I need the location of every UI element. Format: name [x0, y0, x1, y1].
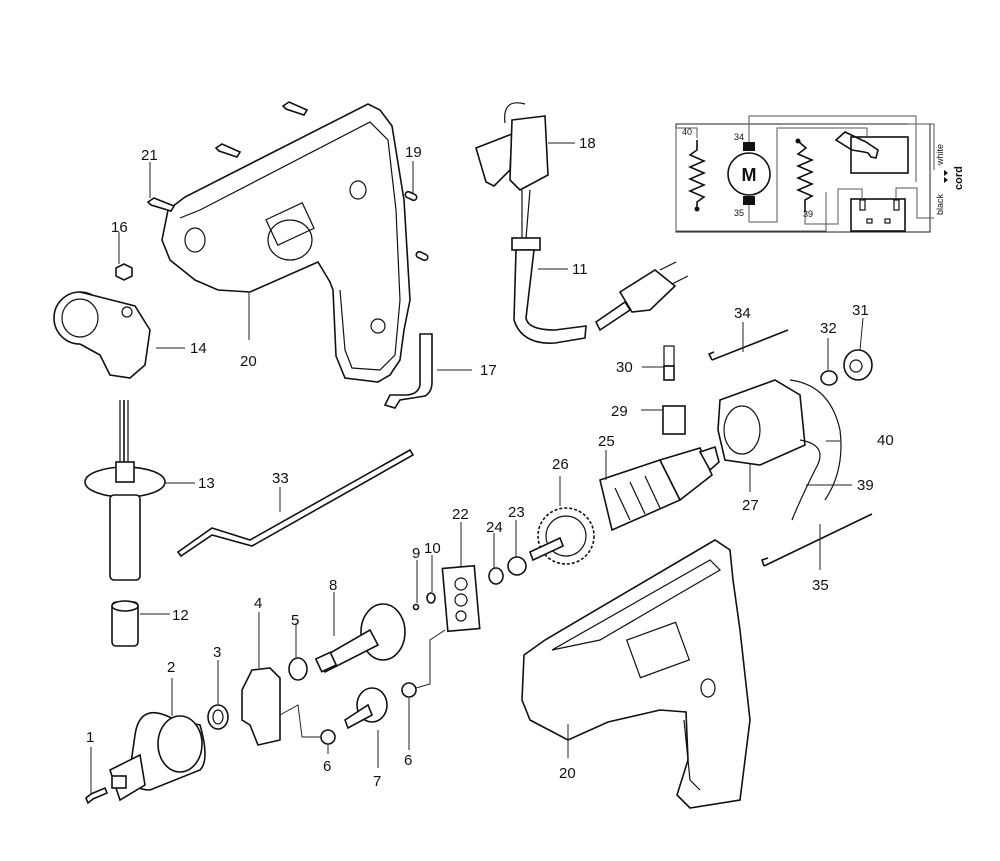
callout-31: 31	[852, 302, 869, 319]
callout-40: 40	[877, 432, 894, 449]
ball-part	[412, 603, 420, 611]
housing-screw-icon	[146, 101, 309, 212]
washer-part-32	[820, 370, 838, 386]
motor-icon: M	[727, 142, 771, 205]
washer-part-6b	[401, 682, 417, 698]
brush-spring	[663, 345, 675, 367]
field-part	[717, 379, 842, 521]
lead-wire-part-34	[707, 329, 789, 361]
spindle-part	[314, 603, 406, 674]
label-34: 34	[734, 132, 744, 142]
armature-part	[599, 445, 720, 532]
field-coil-40-icon	[687, 140, 707, 212]
pin-part	[415, 250, 429, 262]
leader-lines	[90, 142, 864, 794]
callout-16: 16	[111, 219, 128, 236]
callout-30: 30	[616, 359, 633, 376]
callout-22: 22	[452, 506, 469, 523]
callout-4: 4	[254, 595, 262, 612]
brush-holder-part	[662, 405, 686, 435]
callout-6a: 6	[323, 758, 331, 775]
callout-24: 24	[486, 519, 503, 536]
bearing-plate-part	[441, 564, 481, 633]
cord-clamp-part	[383, 333, 433, 409]
callout-9: 9	[412, 545, 420, 562]
callout-34: 34	[734, 305, 751, 322]
callouts: 1 2 3 4 5 6 6 7 8 9 10 11 12 13 14 16 17…	[86, 135, 894, 790]
callout-17: 17	[480, 362, 497, 379]
label-35: 35	[734, 208, 744, 218]
callout-21: 21	[141, 147, 158, 164]
callout-20b: 20	[559, 765, 576, 782]
callout-1: 1	[86, 729, 94, 746]
bearing-cap-part-31	[843, 349, 873, 381]
callout-27: 27	[742, 497, 759, 514]
callout-13: 13	[198, 475, 215, 492]
washer-part-3	[207, 704, 229, 730]
callout-11: 11	[572, 261, 588, 278]
callout-14: 14	[190, 340, 207, 357]
washer-part-24	[488, 567, 504, 585]
callout-26: 26	[552, 456, 569, 473]
housing-outer-part	[521, 539, 751, 809]
nut-part	[115, 263, 133, 281]
label-40: 40	[682, 127, 692, 137]
wire-white-label: white	[935, 144, 945, 166]
bearing-cap-inner-31	[849, 359, 863, 373]
washer-part-6a	[320, 729, 336, 745]
callout-3: 3	[213, 644, 221, 661]
bearing-part-10	[426, 592, 436, 604]
handle-cap-part	[111, 600, 139, 647]
callout-10: 10	[424, 540, 441, 557]
wiring-schematic: 40 M 34 35 39	[675, 115, 965, 233]
lead-wire-part-35	[760, 513, 873, 567]
handle-clamp-part	[53, 291, 151, 379]
fan-part	[528, 507, 595, 565]
carbon-brush-part	[663, 365, 675, 381]
callout-20a: 20	[240, 353, 257, 370]
plug-socket-icon	[850, 198, 906, 232]
callout-23: 23	[508, 504, 525, 521]
depth-rod-part	[176, 448, 415, 558]
switch-part	[475, 102, 549, 239]
callout-19: 19	[405, 144, 422, 161]
washer-part-5	[288, 657, 308, 681]
housing-inner-part	[161, 103, 411, 383]
callout-7: 7	[373, 773, 381, 790]
field-coil-39-icon	[795, 138, 815, 212]
callout-39: 39	[857, 477, 874, 494]
chuck-part	[109, 711, 206, 802]
gear-bracket-part	[241, 667, 281, 746]
callout-18: 18	[579, 135, 596, 152]
washer-part-23	[507, 556, 527, 576]
motor-letter: M	[742, 165, 757, 185]
callout-2: 2	[167, 659, 175, 676]
intermediate-gear-part	[344, 687, 388, 730]
pin-part	[404, 190, 418, 202]
cord-label: cord	[953, 166, 965, 190]
switch-hand-icon	[834, 131, 909, 174]
callout-33: 33	[272, 470, 289, 487]
side-handle-part	[84, 400, 166, 581]
callout-12: 12	[172, 607, 189, 624]
chuck-screw-part	[85, 786, 109, 805]
callout-32: 32	[820, 320, 837, 337]
callout-8: 8	[329, 577, 337, 594]
callout-35: 35	[812, 577, 829, 594]
washer-part-3-inner	[212, 709, 224, 725]
label-39: 39	[803, 209, 813, 219]
power-cord-part	[511, 237, 689, 344]
callout-25: 25	[598, 433, 615, 450]
callout-5: 5	[291, 612, 299, 629]
wire-black-label: black	[935, 193, 945, 215]
callout-6b: 6	[404, 752, 412, 769]
callout-29: 29	[611, 403, 628, 420]
